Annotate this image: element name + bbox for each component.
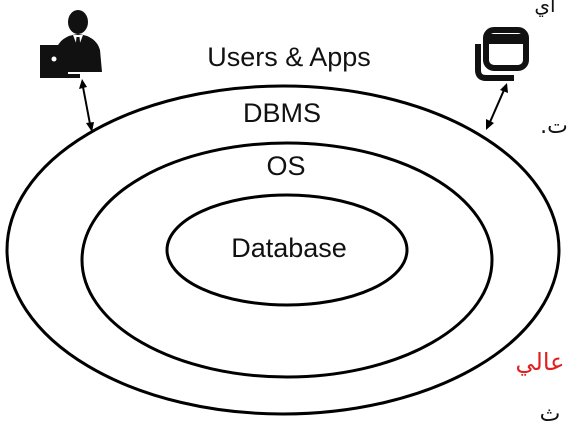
users-apps-label: Users & Apps [207,42,371,72]
application-window-icon [472,22,532,81]
edge-fragment-bottom-right-red: عالي [516,348,565,376]
app-link-arrow [486,83,508,130]
edge-fragment-top-right: اي [534,0,555,18]
edge-fragment-bottom-right-black: ث [540,402,561,423]
user-link-arrow [79,79,94,132]
dbms-label: DBMS [243,98,321,128]
person-with-laptop-icon [40,10,102,78]
edge-fragment-right-middle: .ت [540,114,568,139]
os-label: OS [266,151,305,181]
users-apps-layer-ellipse [5,84,561,416]
dbms-layer-ellipse [80,141,494,379]
database-core-ellipse [165,193,409,307]
database-label: Database [231,233,347,263]
